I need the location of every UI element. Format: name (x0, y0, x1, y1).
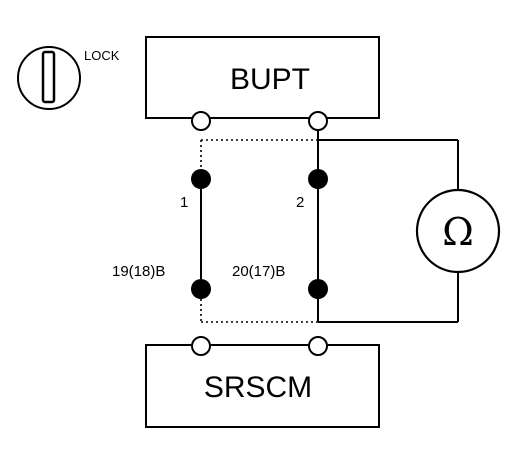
pin-19-label: 19(18)B (112, 263, 165, 280)
lock-label: LOCK (84, 48, 120, 63)
srscm-title: SRSCM (204, 371, 312, 404)
pin-2-dot (308, 169, 328, 189)
srscm-terminals (191, 336, 328, 356)
srscm-box (145, 344, 380, 428)
bupt-box (145, 36, 380, 119)
pin-1-label: 1 (180, 194, 188, 211)
terminal-ring (191, 111, 211, 131)
ignition-lock-icon (17, 46, 81, 110)
terminal-ring (308, 336, 328, 356)
pin-1-dot (191, 169, 211, 189)
pin-20-label: 20(17)B (232, 263, 285, 280)
ohmmeter-icon (415, 188, 501, 274)
bupt-terminals (191, 111, 328, 131)
terminal-ring (308, 111, 328, 131)
terminal-ring (191, 336, 211, 356)
pin-19-dot (191, 279, 211, 299)
dotted-harness-outline (200, 139, 318, 323)
bupt-title: BUPT (230, 63, 310, 96)
ohm-symbol: Ω (442, 210, 474, 254)
pin-2-label: 2 (296, 194, 304, 211)
pin-20-dot (308, 279, 328, 299)
